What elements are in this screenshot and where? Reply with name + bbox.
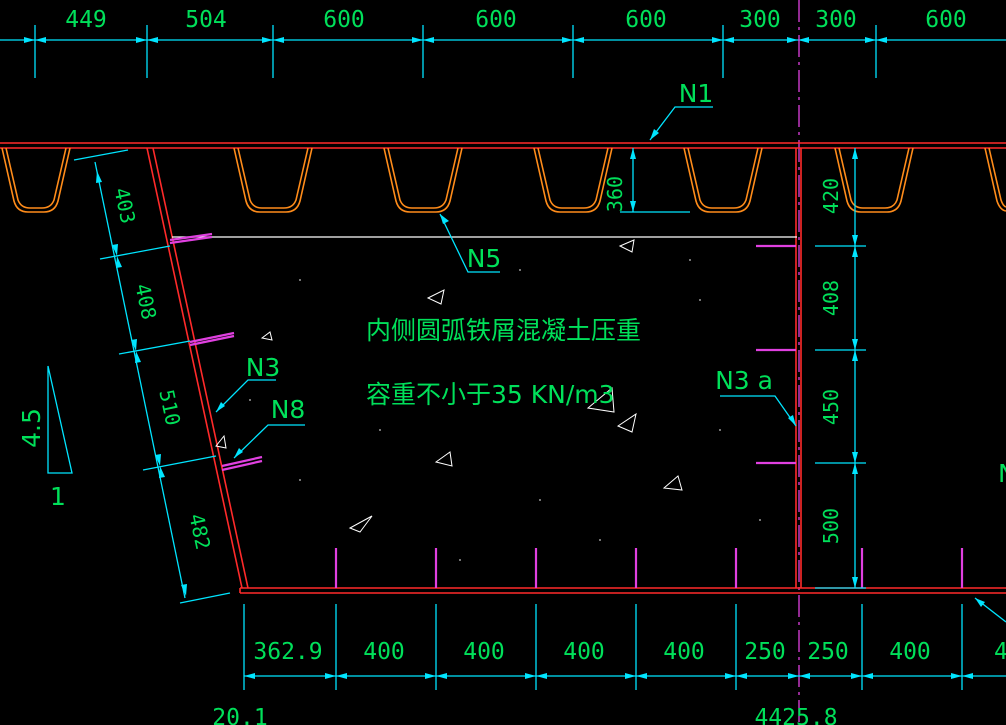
right-dim-4: 500 [819, 508, 843, 544]
u-rib-inner [687, 147, 759, 209]
right-dim-2: 408 [819, 280, 843, 316]
u-rib-inner [838, 147, 910, 209]
stud [189, 334, 235, 347]
concrete-hatch [215, 239, 683, 533]
cut-label-center: 4425.8 [754, 705, 837, 725]
top-dim-8: 600 [925, 7, 967, 33]
top-dimension-arrows [24, 37, 887, 43]
n3-leader [215, 379, 276, 413]
note-line-1: 内侧圆弧铁屑混凝土压重 [366, 316, 641, 345]
top-dim-2: 504 [185, 7, 227, 33]
n1-leader [649, 106, 713, 141]
bottom-plate [239, 587, 1006, 594]
bottom-dim-1: 362.9 [253, 639, 322, 665]
stud [189, 331, 235, 344]
slope-triangle [47, 365, 73, 474]
right-dimension-arrows [852, 148, 858, 588]
label-cut-right: N [998, 459, 1006, 488]
u-rib-inner [387, 147, 459, 209]
u-rib-inner [5, 147, 67, 209]
vertical-diaphragm [795, 148, 802, 588]
top-dim-3: 600 [323, 7, 365, 33]
label-leaders [215, 106, 797, 459]
u-rib-inner [537, 147, 609, 209]
bottom-dim-6: 250 [744, 639, 786, 665]
left-dim-3: 510 [154, 387, 185, 427]
bottom-dim-5: 400 [663, 639, 705, 665]
top-dim-4: 600 [475, 7, 517, 33]
u-rib [1, 147, 71, 213]
left-dim-1: 403 [109, 185, 140, 225]
u-rib-inner [237, 147, 309, 209]
top-dim-7: 300 [815, 7, 857, 33]
left-dim-ext [179, 592, 231, 604]
n5-leader [439, 213, 500, 273]
left-dim-2: 408 [130, 281, 161, 321]
rib-depth-label: 360 [603, 176, 627, 212]
top-deck-plate [0, 142, 1006, 149]
label-n3: N3 [246, 353, 281, 382]
slope-run: 1 [50, 482, 66, 511]
u-ribs [1, 147, 1006, 213]
u-rib [834, 147, 914, 213]
right-dim-1: 420 [819, 178, 843, 214]
label-n8: N8 [271, 395, 306, 424]
bottom-dimension-arrows [244, 598, 985, 679]
bottom-dim-3: 400 [463, 639, 505, 665]
top-dim-1: 449 [65, 7, 107, 33]
left-dim-4: 482 [184, 511, 215, 551]
label-n3a: N3 a [715, 366, 773, 395]
stud [221, 455, 263, 468]
note-line-2: 容重不小于35 KN/m3 [366, 380, 615, 409]
left-dim-ext [118, 340, 191, 355]
bottom-dim-8: 400 [889, 639, 931, 665]
left-dimension-arrows [96, 171, 187, 596]
shear-studs [169, 232, 964, 588]
right-dim-3: 450 [819, 389, 843, 425]
u-rib [984, 147, 1006, 212]
stud [169, 232, 213, 242]
cut-label-left: 20.1 [212, 705, 267, 725]
stud [169, 235, 213, 245]
left-dim-line [94, 161, 186, 599]
top-dim-6: 300 [739, 7, 781, 33]
u-rib [233, 147, 313, 213]
inclined-web [146, 147, 249, 589]
u-rib-inner [988, 147, 1006, 208]
concrete-dots [249, 259, 761, 561]
u-rib [533, 147, 613, 213]
label-n5: N5 [467, 244, 502, 273]
left-dim-ext [142, 455, 217, 471]
bottom-dim-7: 250 [807, 639, 849, 665]
top-dimension-chain [0, 25, 1006, 78]
n3a-leader [720, 395, 797, 427]
right-dimension-chain [815, 148, 866, 589]
bottom-dim-cut: 4 [994, 639, 1006, 665]
bottom-dim-4: 400 [563, 639, 605, 665]
left-dim-ext [73, 149, 129, 161]
label-arrows [216, 129, 796, 458]
left-dim-ext [99, 245, 171, 260]
u-rib [683, 147, 763, 213]
slope-rise: 4.5 [17, 408, 46, 448]
stud [221, 459, 263, 472]
left-dimension-chain [73, 149, 231, 604]
bottom-dim-2: 400 [363, 639, 405, 665]
u-rib [383, 147, 463, 213]
label-n1: N1 [679, 79, 714, 108]
n8-leader [233, 424, 305, 459]
top-dim-5: 600 [625, 7, 667, 33]
